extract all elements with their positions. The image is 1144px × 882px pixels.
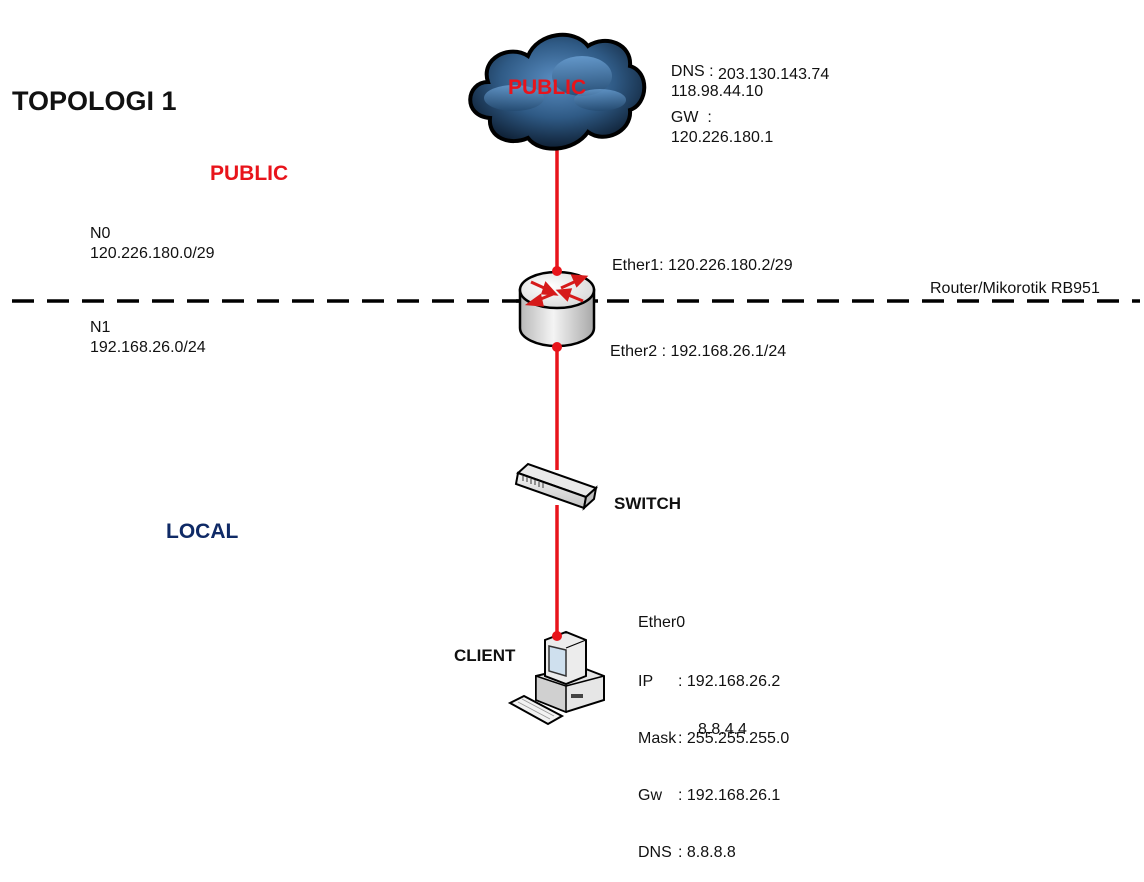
client-config-row-gw: Gw : 192.168.26.1	[638, 787, 781, 804]
client-dns-secondary: 8.8.4.4	[698, 721, 747, 738]
cloud-dns-label: DNS :	[670, 63, 714, 80]
client-computer-icon[interactable]	[507, 630, 605, 726]
network-n1-name: N1	[90, 319, 111, 336]
network-n0-subnet: 120.226.180.0/29	[90, 245, 215, 262]
cloud-gw-label: GW :	[670, 109, 712, 126]
cloud-icon	[468, 32, 647, 151]
client-config-row-ip: IP : 192.168.26.2	[638, 673, 781, 690]
cloud-dns-primary: 118.98.44.10	[670, 83, 764, 100]
client-config-list: IP : 192.168.26.2 Mask : 255.255.255.0 G…	[638, 636, 789, 882]
network-n0-name: N0	[90, 225, 111, 242]
client-config-row-dns: DNS : 8.8.8.8	[638, 844, 736, 861]
router-port-ether1	[552, 266, 562, 276]
router-icon[interactable]	[516, 266, 598, 352]
zone-public-label: PUBLIC	[210, 162, 289, 185]
router-model-label: Router/Mikorotik RB951	[930, 280, 1100, 297]
client-label: CLIENT	[454, 646, 516, 665]
cloud-dns-secondary: 203.130.143.74	[718, 66, 830, 83]
cloud-gw-value: 120.226.180.1	[670, 129, 774, 146]
zone-local-label: LOCAL	[166, 520, 239, 543]
switch-icon[interactable]	[514, 462, 598, 511]
client-port-ether0	[552, 631, 562, 641]
router-ether2-label: Ether2 : 192.168.26.1/24	[610, 343, 787, 360]
router-port-ether2	[552, 342, 562, 352]
cloud-gw-row: GW : 120.226.180.1	[662, 88, 773, 148]
switch-label: SWITCH	[614, 494, 682, 513]
client-config-row-mask: Mask : 255.255.255.0	[638, 730, 790, 747]
network-n1-subnet: 192.168.26.0/24	[90, 339, 206, 356]
cloud-dns-row: DNS : 118.98.44.10	[662, 42, 763, 102]
client-interface: Ether0	[638, 614, 686, 631]
page-title: TOPOLOGI 1	[12, 86, 177, 116]
router-ether1-label: Ether1: 120.226.180.2/29	[612, 257, 793, 274]
topology-canvas	[12, 32, 1140, 726]
cloud-label: PUBLIC	[508, 76, 587, 99]
